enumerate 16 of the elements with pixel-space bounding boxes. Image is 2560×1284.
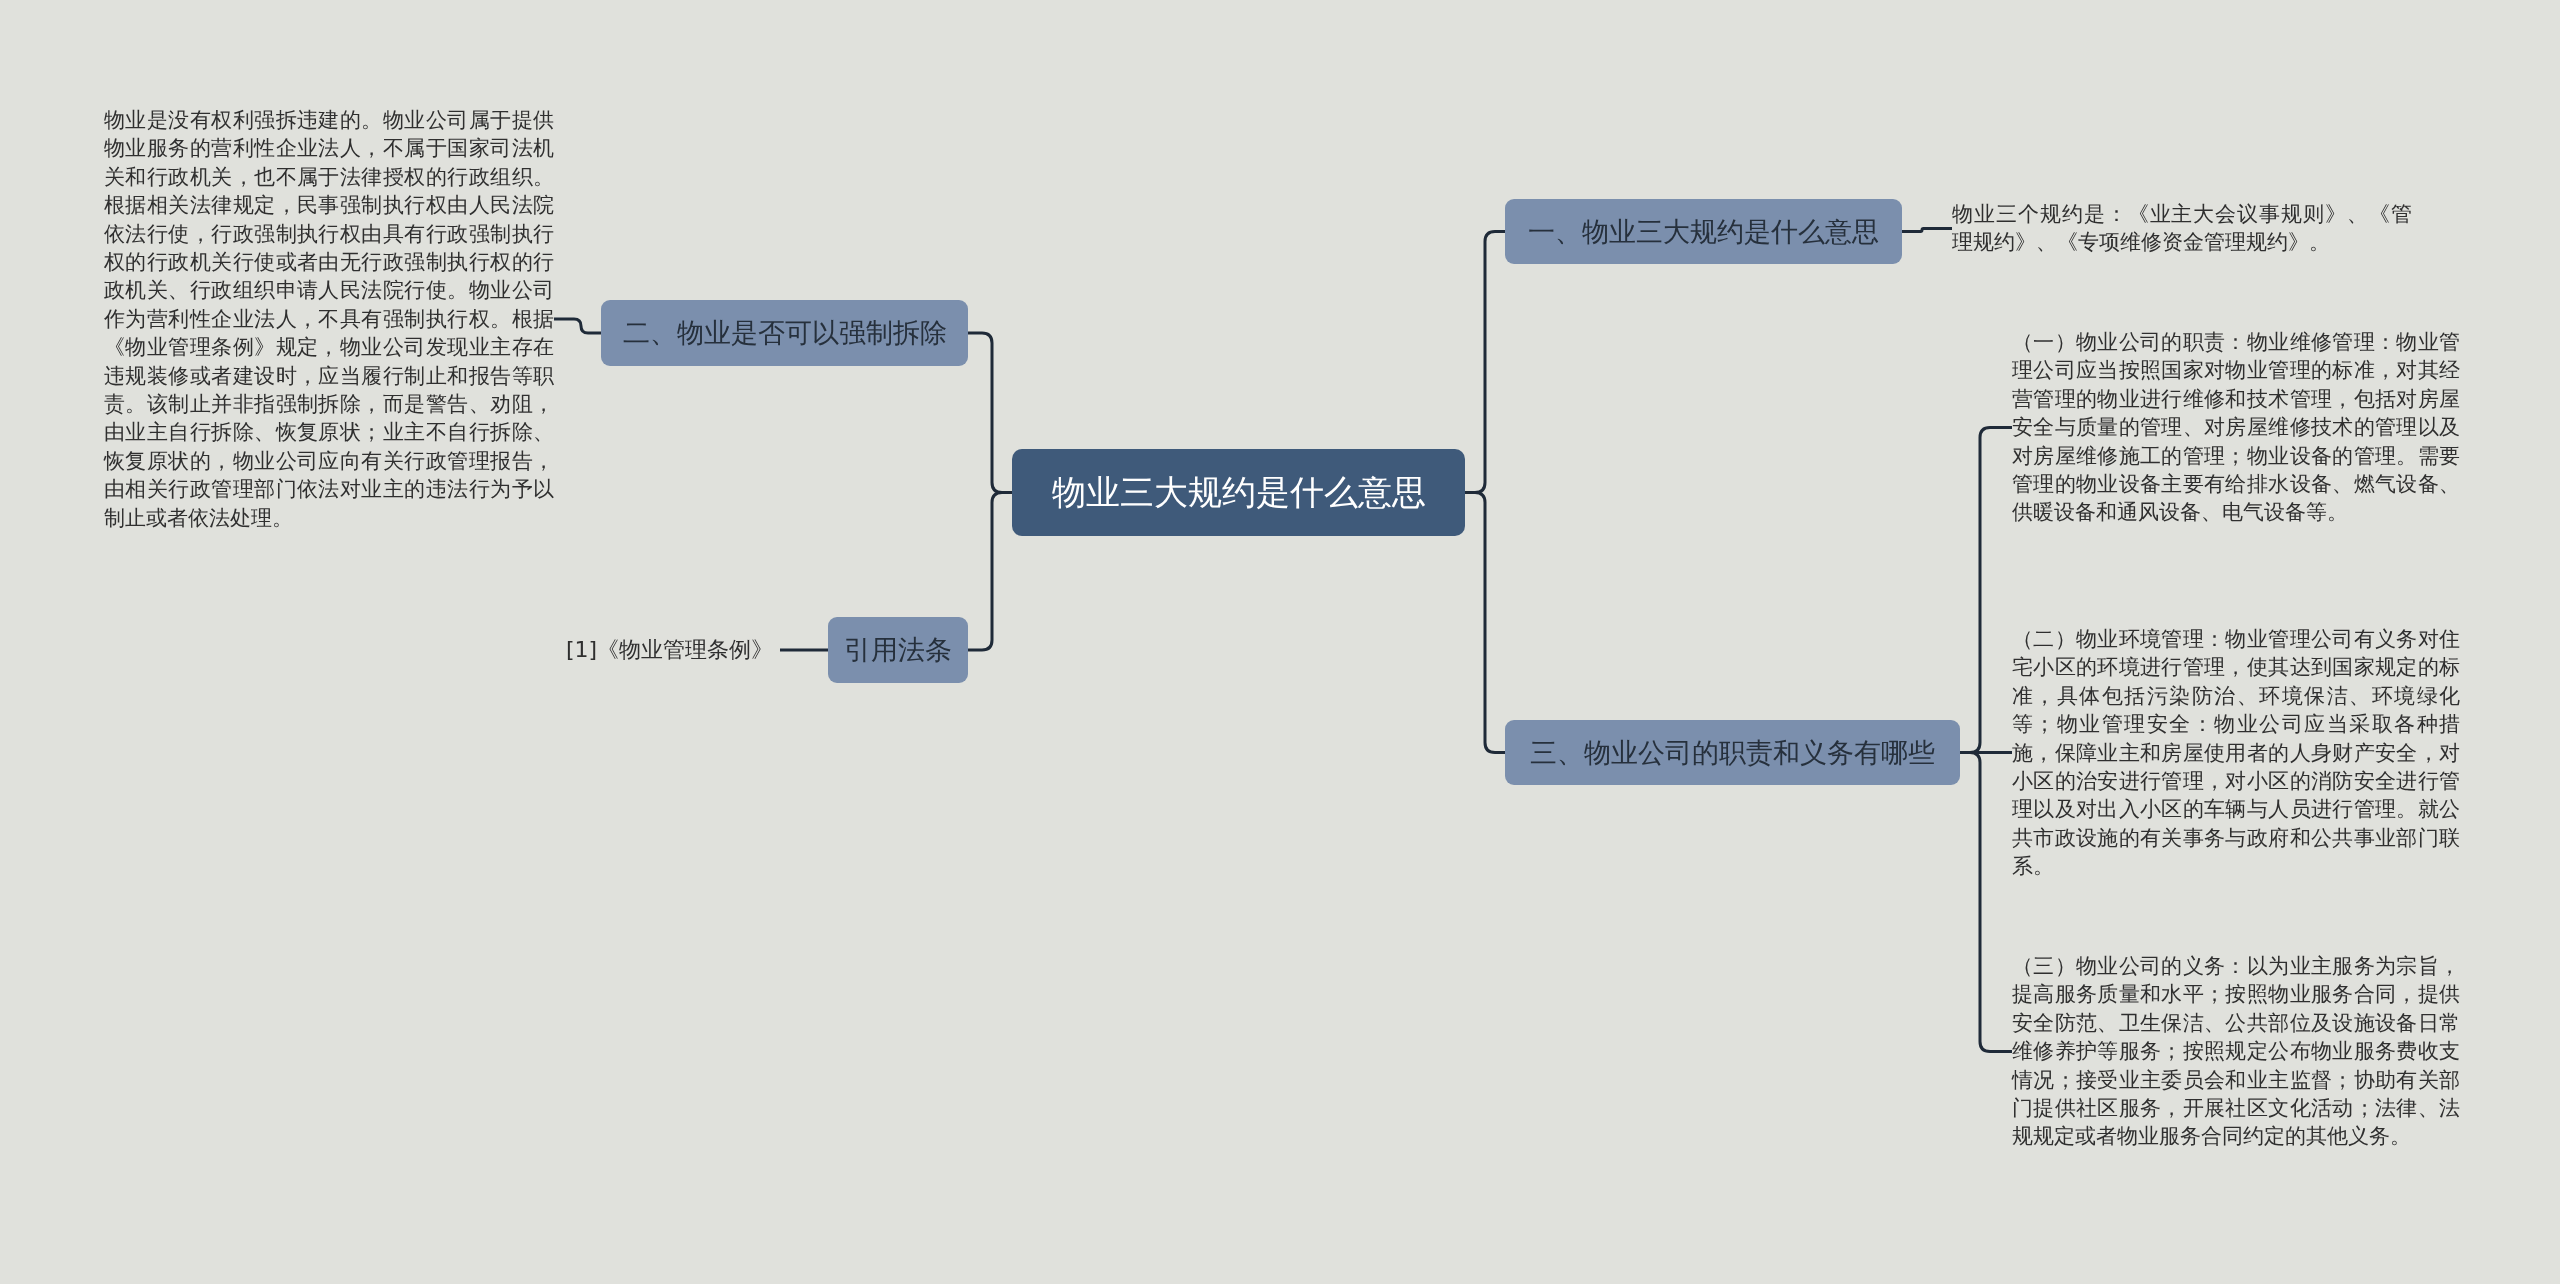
connector-line (968, 491, 1012, 652)
connector-line (780, 648, 828, 652)
connector-line (1902, 227, 1952, 233)
topic-box: 二、物业是否可以强制拆除 (601, 300, 968, 366)
note-text: （二）物业环境管理：物业管理公司有义务对住宅小区的环境进行管理，使其达到国家规定的标准，具体包括污染防治、环境保洁、环境绿化等；物业管理安全：物业公司应当采取各种措施，保障业主和房屋使用者的人身财产安全，对小区的治安进行管理，对小区的消防安全进行管理以及对出入小区的车辆与人员进行管理。就公共市政设施的有关事务与政府和公共事业部门联系。 (2012, 625, 2460, 881)
connector-line (554, 317, 601, 335)
note-text: 物业三个规约是：《业主大会议事规则》、《管理规约》、《专项维修资金管理规约》。 (1952, 200, 2412, 257)
note-text: （一）物业公司的职责：物业维修管理：物业管理公司应当按照国家对物业管理的标准，对其经营管理的物业进行维修和技术管理，包括对房屋安全与质量的管理、对房屋维修技术的管理以及对房屋维修施工的管理；物业设备的管理。需要管理的物业设备主要有给排水设备、燃气设备、供暖设备和通风设备、电气设备等。 (2012, 328, 2460, 527)
central-topic: 物业三大规约是什么意思 (1012, 449, 1465, 536)
reference-text: [1]《物业管理条例》 (566, 635, 780, 665)
connector-line (1465, 491, 1505, 754)
note-text: 物业是没有权利强拆违建的。物业公司属于提供物业服务的营利性企业法人，不属于国家司法机关和行政机关，也不属于法律授权的行政组织。根据相关法律规定，民事强制执行权由人民法院依法行使，行政强制执行权由具有行政强制执行权的行政机关行使或者由无行政强制执行权的行政机关、行政组织申请人民法院行使。物业公司作为营利性企业法人，不具有强制执行权。根据《物业管理条例》规定，物业公司发现业主存在违规装修或者建设时，应当履行制止和报告等职责。该制止并非指强制拆除，而是警告、劝阻，由业主自行拆除、恢复原状；业主不自行拆除、恢复原状的，物业公司应向有关行政管理报告，由相关行政管理部门依法对业主的违法行为予以制止或者依法处理。 (104, 106, 554, 533)
topic-box: 一、物业三大规约是什么意思 (1505, 199, 1902, 264)
topic-box: 三、物业公司的职责和义务有哪些 (1505, 720, 1960, 785)
topic-box: 引用法条 (828, 617, 968, 683)
note-text: （三）物业公司的义务：以为业主服务为宗旨，提高服务质量和水平；按照物业服务合同，提供安全防范、卫生保洁、公共部位及设施设备日常维修养护等服务；按照规定公布物业服务费收支情况；接受业主委员会和业主监督；协助有关部门提供社区服务，开展社区文化活动；法律、法规规定或者物业服务合同约定的其他义务。 (2012, 952, 2460, 1151)
